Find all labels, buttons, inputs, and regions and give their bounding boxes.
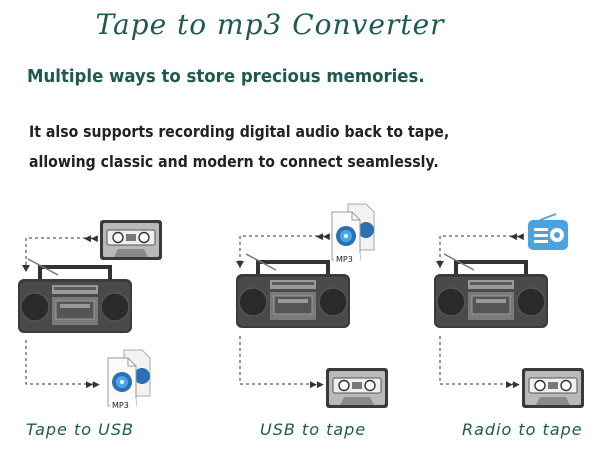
radio-icon [527,213,569,251]
description-line-1: It also supports recording digital audio… [29,122,450,141]
svg-text:◀◀: ◀◀ [84,234,98,244]
mp3-label-1: MP3 [112,401,129,410]
boombox-icon [432,252,550,330]
page-subtitle: Multiple ways to store precious memories… [27,66,425,87]
boombox-icon [16,257,134,335]
svg-text:▶▶: ▶▶ [86,380,100,390]
cassette-icon [99,219,163,261]
mp3-file-icon [107,349,151,407]
panel-radio-to-tape: ◀◀ ▶▶ [432,213,585,409]
cassette-icon [325,367,389,409]
svg-text:◀◀: ◀◀ [316,232,330,242]
mp3-file-icon [331,203,375,261]
svg-text:▶▶: ▶▶ [506,380,520,390]
panel-tape-to-usb: ◀◀ ▶▶ MP3 [16,219,163,410]
caption-usb-to-tape: USB to tape [260,420,367,439]
panel-usb-to-tape: ◀◀ MP3 ▶▶ [234,203,389,409]
caption-tape-to-usb: Tape to USB [26,420,134,439]
svg-text:▶▶: ▶▶ [310,380,324,390]
page-title: Tape to mp3 Converter [95,8,445,41]
description-line-2: allowing classic and modern to connect s… [29,152,439,171]
boombox-icon [234,252,352,330]
svg-text:◀◀: ◀◀ [510,232,524,242]
mp3-label-2: MP3 [336,255,353,264]
cassette-icon [521,367,585,409]
caption-radio-to-tape: Radio to tape [462,420,583,439]
